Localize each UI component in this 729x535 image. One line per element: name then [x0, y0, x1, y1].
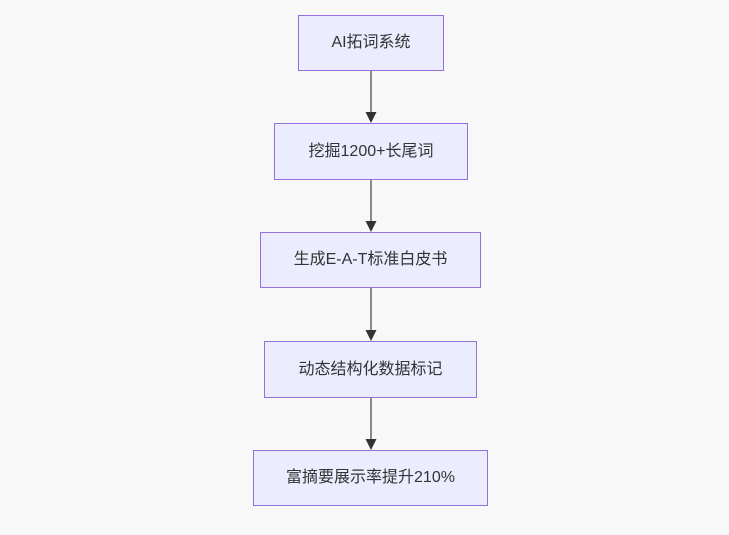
node-label: 挖掘1200+长尾词 — [308, 142, 434, 160]
arrowhead-down-icon — [365, 221, 377, 232]
node-label: 生成E-A-T标准白皮书 — [293, 251, 448, 268]
flow-node-rich-snippet-result: 富摘要展示率提升210% — [253, 450, 488, 506]
edge-2 — [365, 180, 377, 232]
flow-node-structured-data: 动态结构化数据标记 — [264, 341, 477, 398]
flow-node-eat-whitepaper: 生成E-A-T标准白皮书 — [260, 232, 481, 288]
edge-1 — [365, 71, 377, 123]
edge-4 — [365, 398, 377, 450]
flow-node-longtail-mining: 挖掘1200+长尾词 — [274, 123, 468, 180]
node-label: 富摘要展示率提升210% — [286, 469, 455, 486]
flow-node-ai-keyword-system: AI拓词系统 — [298, 15, 444, 71]
arrowhead-down-icon — [365, 112, 377, 123]
edge-3 — [365, 288, 377, 341]
arrowhead-down-icon — [365, 330, 377, 341]
node-label: 动态结构化数据标记 — [298, 360, 443, 378]
node-label: AI拓词系统 — [331, 34, 411, 51]
arrowhead-down-icon — [365, 439, 377, 450]
